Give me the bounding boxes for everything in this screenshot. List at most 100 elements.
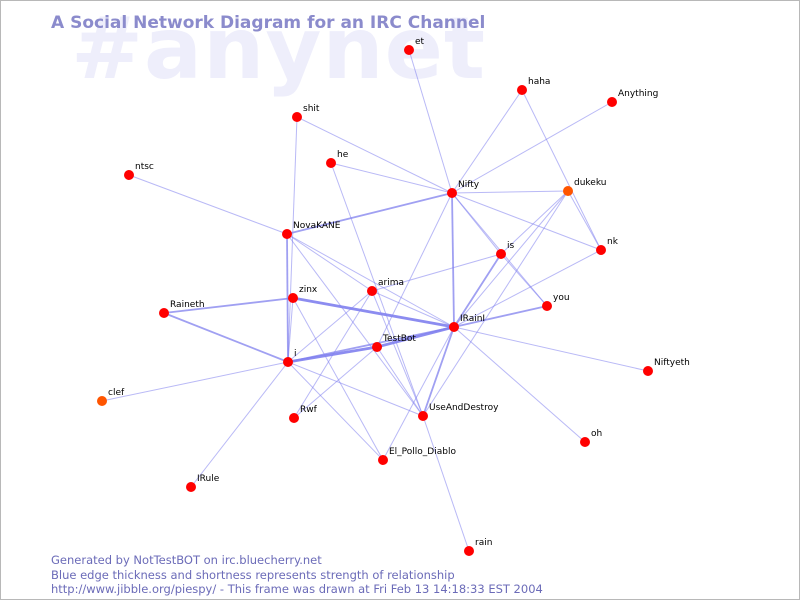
node-dot [326, 158, 336, 168]
node-label: shit [303, 104, 320, 114]
node-dot [418, 411, 428, 421]
edge-Nifty-nk [451, 192, 602, 251]
node-dot [447, 188, 457, 198]
edge-shit-i [287, 116, 298, 363]
edge-Nifty-IRainI [451, 192, 455, 328]
node-dot [643, 366, 653, 376]
node-label: he [337, 150, 349, 160]
edge-zinx-IRainI [292, 296, 455, 329]
edge-Nifty-dukeku [451, 190, 569, 194]
node-dot [563, 186, 573, 196]
footer-url-line: http://www.jibble.org/piespy/ - This fra… [51, 582, 543, 596]
node-dot [607, 97, 617, 107]
edge-dukeku-IRainI [453, 190, 569, 328]
edge-Raineth-i [163, 312, 289, 363]
edge-i-El_Pollo_Diablo [287, 361, 384, 461]
footer-legend-line: Blue edge thickness and shortness repres… [51, 567, 455, 582]
node-dot [283, 357, 293, 367]
node-shit: shit [292, 104, 320, 122]
node-label: TestBot [382, 334, 416, 344]
edge-Raineth-zinx [163, 297, 294, 314]
node-dot [449, 322, 459, 332]
node-dot [159, 308, 169, 318]
node-dot [372, 342, 382, 352]
node-El_Pollo_Diablo: El_Pollo_Diablo [378, 447, 456, 465]
footer-generator-line: Generated by NotTestBOT on irc.bluecherr… [51, 553, 322, 567]
edge-dukeku-UseAndDestroy [422, 190, 569, 417]
node-label: nk [607, 237, 619, 247]
node-label: NovaKANE [293, 221, 341, 231]
edge-Nifty-TestBot [376, 192, 453, 348]
edge-you-IRainI [453, 305, 548, 328]
node-label: dukeku [574, 178, 606, 188]
node-zinx: zinx [288, 285, 318, 303]
node-ntsc: ntsc [124, 162, 154, 180]
edge-layer [101, 49, 649, 552]
edge-NovaKANE-IRainI [286, 233, 455, 328]
edge-i-IRule [190, 361, 289, 488]
node-TestBot: TestBot [372, 334, 416, 352]
node-Rwf: Rwf [289, 405, 318, 423]
diagram-title: A Social Network Diagram for an IRC Chan… [51, 13, 486, 33]
node-dot [292, 112, 302, 122]
edge-he-Nifty [330, 162, 453, 194]
node-dot [542, 301, 552, 311]
edge-Nifty-NovaKANE [286, 192, 453, 235]
node-label: arima [378, 278, 404, 288]
node-label: IRule [197, 474, 220, 484]
node-label: you [553, 293, 570, 303]
node-nk: nk [596, 237, 619, 255]
node-label: El_Pollo_Diablo [389, 447, 456, 457]
node-label: oh [591, 429, 602, 439]
node-Raineth: Raineth [159, 300, 205, 318]
node-Anything: Anything [607, 89, 658, 107]
node-dot [288, 293, 298, 303]
edge-TestBot-Rwf [293, 346, 378, 419]
node-dot [596, 245, 606, 255]
footer: Generated by NotTestBOT on irc.bluecherr… [51, 553, 543, 597]
node-NovaKANE: NovaKANE [282, 221, 341, 239]
edge-arima-UseAndDestroy [371, 290, 424, 417]
edge-IRainI-Niftyeth [453, 326, 649, 372]
node-dot [367, 286, 377, 296]
node-label: is [507, 241, 515, 251]
edge-dukeku-is [500, 190, 569, 255]
node-label: IRainI [460, 314, 485, 324]
edge-is-arima [371, 253, 502, 292]
edge-i-clef [101, 361, 289, 402]
edge-IRainI-oh [453, 326, 586, 443]
edge-dukeku-nk [567, 190, 602, 251]
node-dot [186, 482, 196, 492]
node-you: you [542, 293, 570, 311]
node-label: Raineth [170, 300, 205, 310]
node-dukeku: dukeku [563, 178, 606, 196]
edge-IRainI-arima [371, 290, 455, 328]
edge-zinx-El_Pollo_Diablo [292, 297, 384, 461]
node-dot [496, 249, 506, 259]
edge-et-Nifty [408, 49, 453, 194]
edge-i-UseAndDestroy [287, 361, 424, 417]
node-label: Rwf [300, 405, 318, 415]
node-Nifty: Nifty [447, 180, 480, 198]
edge-haha-nk [521, 89, 602, 251]
node-dot [404, 45, 414, 55]
node-haha: haha [517, 77, 550, 95]
edge-TestBot-i [287, 345, 378, 364]
node-is: is [496, 241, 515, 259]
node-UseAndDestroy: UseAndDestroy [418, 403, 499, 421]
node-label: i [294, 349, 297, 359]
node-arima: arima [367, 278, 404, 296]
node-label: Niftyeth [654, 358, 690, 368]
node-dot [124, 170, 134, 180]
node-dot [282, 229, 292, 239]
node-dot [517, 85, 527, 95]
node-label: zinx [299, 285, 318, 295]
node-dot [378, 455, 388, 465]
node-dot [97, 396, 107, 406]
edge-is-you [500, 253, 548, 307]
node-label: rain [475, 538, 492, 548]
node-dot [464, 546, 474, 556]
node-dot [580, 437, 590, 447]
